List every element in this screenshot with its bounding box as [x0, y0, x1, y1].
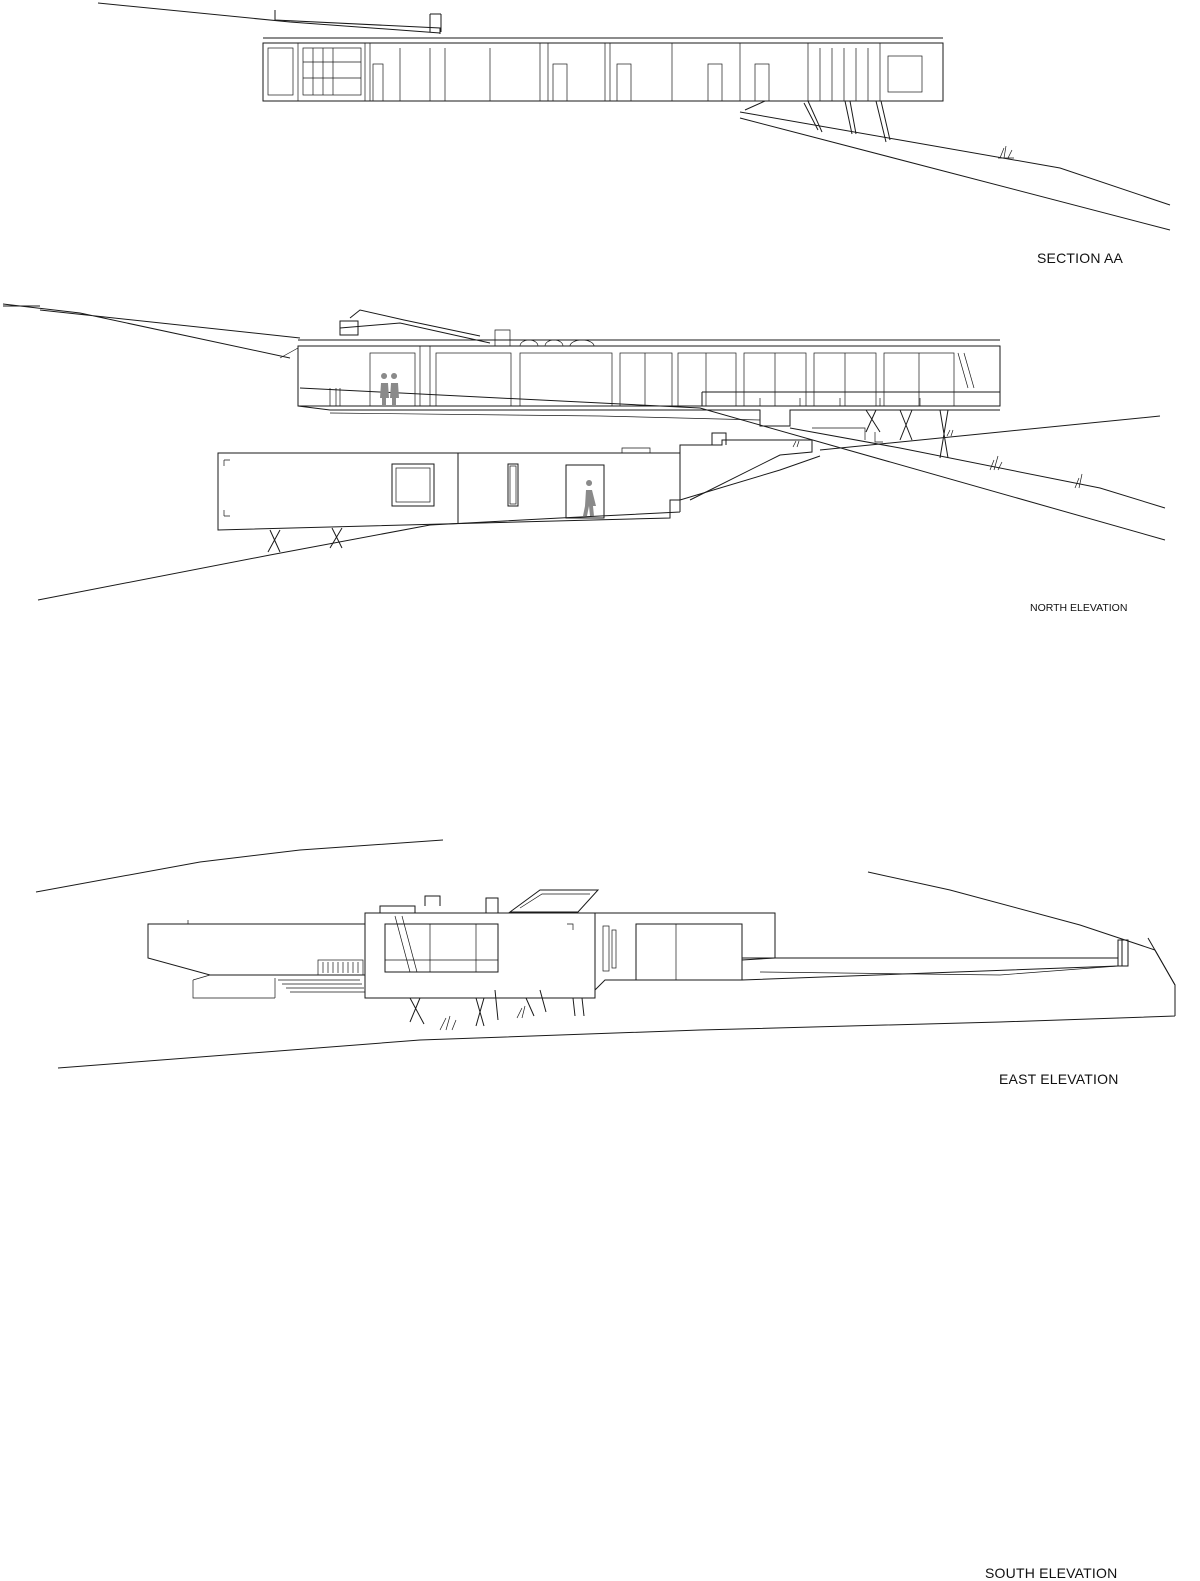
east-elevation-drawing [35, 839, 1176, 1069]
south-elevation-people-figures [380, 373, 399, 406]
east-elevation-skylight [508, 889, 600, 913]
south-elevation-label: SOUTH ELEVATION [985, 1565, 1117, 1581]
east-elevation-terrain [35, 839, 1176, 1069]
north-elevation-drawing [37, 415, 1161, 601]
south-elevation-drawing [2, 303, 1166, 541]
north-elevation-label: NORTH ELEVATION [1030, 602, 1127, 614]
north-elevation-terrain [37, 415, 1161, 601]
north-elevation-legs [267, 527, 343, 553]
east-elevation-left-wing [147, 923, 366, 976]
east-elevation-legs [409, 989, 585, 1027]
section-aa-legs [744, 100, 891, 143]
south-elevation-legs [865, 409, 949, 459]
south-elevation-terrain [2, 303, 1166, 541]
north-elevation-building [217, 452, 681, 531]
south-elevation-building [297, 345, 1001, 407]
section-aa-label: SECTION AA [1037, 250, 1123, 266]
east-elevation-label: EAST ELEVATION [999, 1071, 1119, 1087]
north-elevation-person-figure [583, 480, 596, 516]
section-aa-terrain [97, 2, 1171, 231]
section-aa-building [262, 42, 944, 102]
section-aa-drawing [97, 2, 1171, 231]
east-elevation-center-block [364, 912, 596, 999]
